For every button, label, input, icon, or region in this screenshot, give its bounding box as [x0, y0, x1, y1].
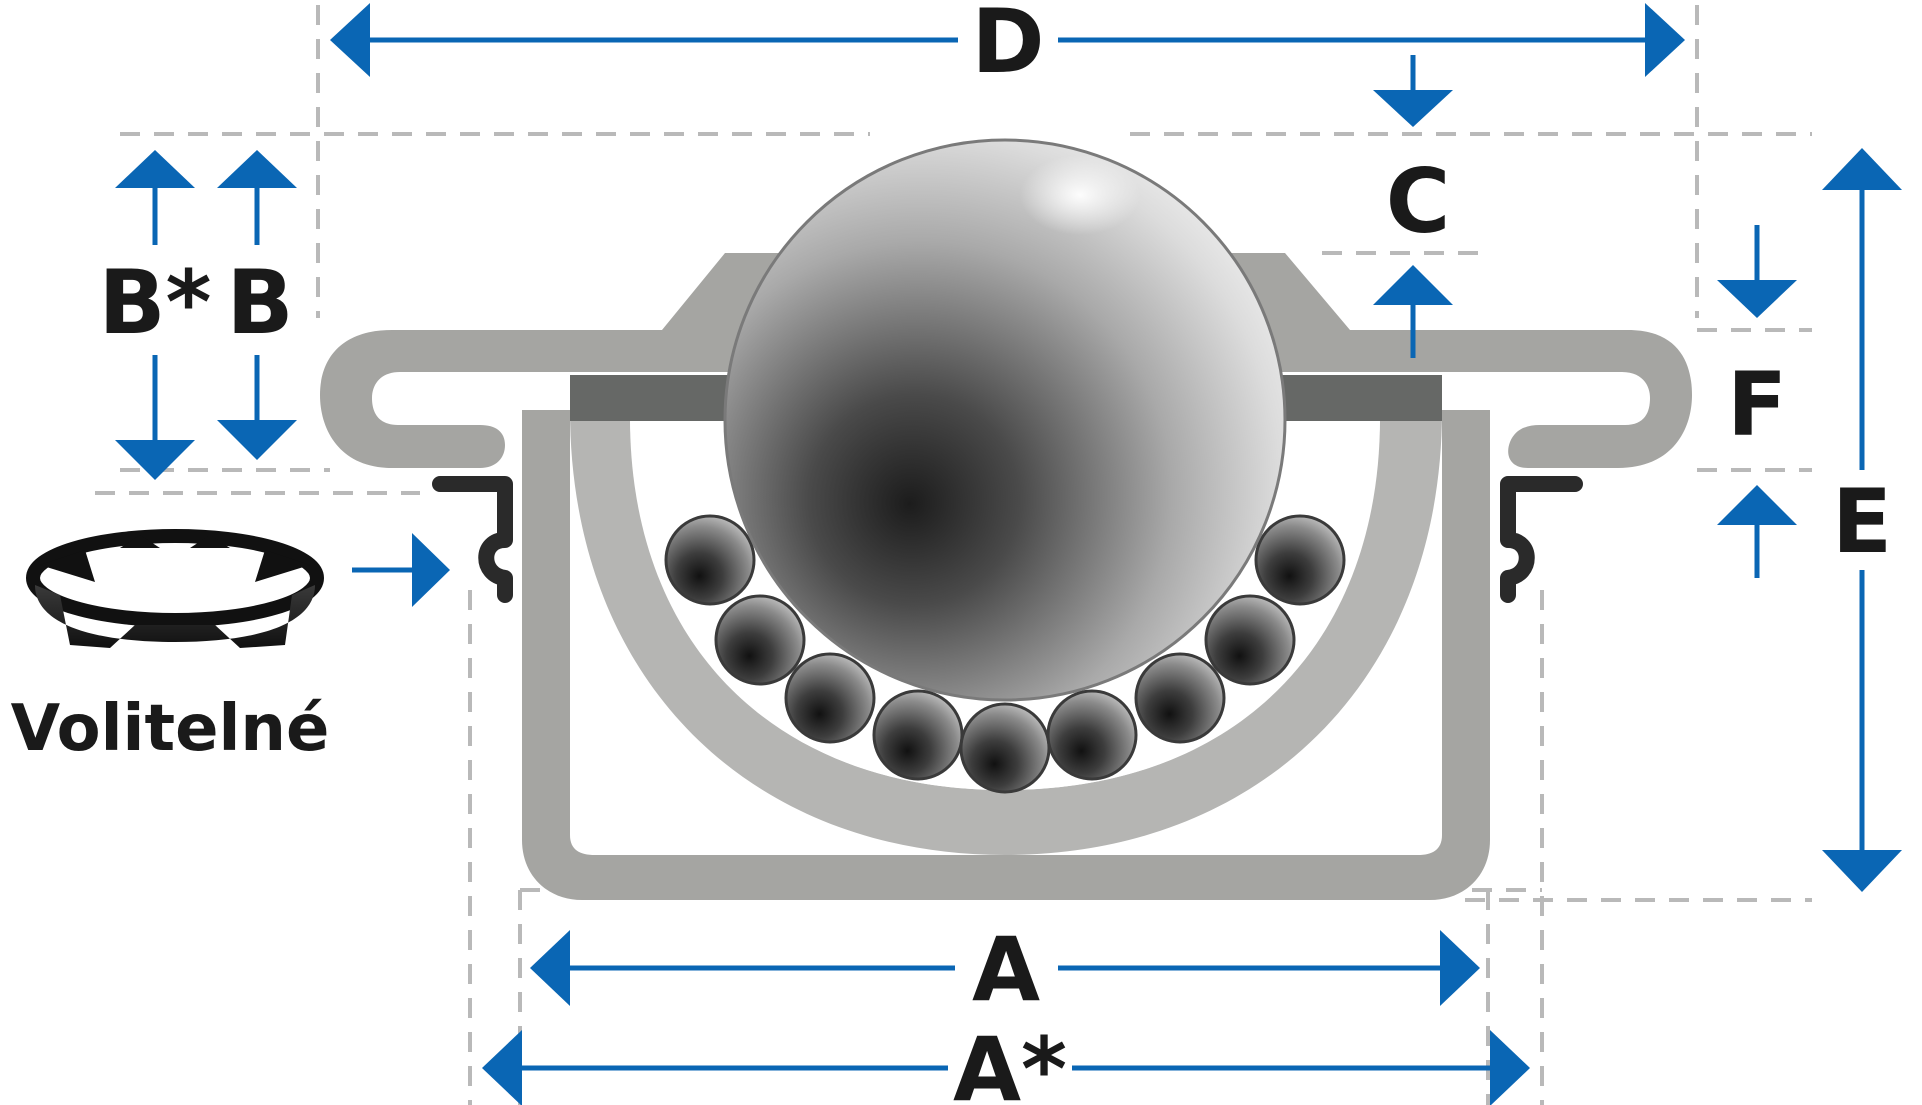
label-c: C — [1386, 150, 1451, 253]
seal-right — [1282, 375, 1442, 421]
clip-right — [1500, 476, 1583, 603]
dimension-c: C — [1373, 55, 1453, 358]
label-b: B — [226, 251, 293, 354]
label-f: F — [1727, 353, 1787, 456]
label-d: D — [971, 0, 1044, 93]
label-e: E — [1832, 470, 1892, 573]
clip-left — [432, 476, 513, 603]
seal-left — [570, 375, 730, 421]
optional-label: Volitelné — [11, 692, 330, 766]
dimension-a: A — [530, 918, 1480, 1021]
optional-ring-icon — [26, 529, 324, 648]
dimension-d: D — [330, 0, 1685, 93]
label-a: A — [972, 918, 1040, 1021]
label-b-star: B* — [98, 251, 211, 354]
support-balls — [664, 514, 1346, 794]
dimension-b-star: B* — [98, 150, 212, 480]
dimension-e: E — [1822, 148, 1902, 892]
label-a-star: A* — [953, 1018, 1067, 1105]
dimension-f: F — [1717, 225, 1797, 578]
dimension-b: B — [217, 150, 297, 460]
dimension-a-star: A* — [482, 1018, 1530, 1105]
inner-bowl — [570, 410, 1442, 855]
main-ball — [723, 138, 1287, 702]
